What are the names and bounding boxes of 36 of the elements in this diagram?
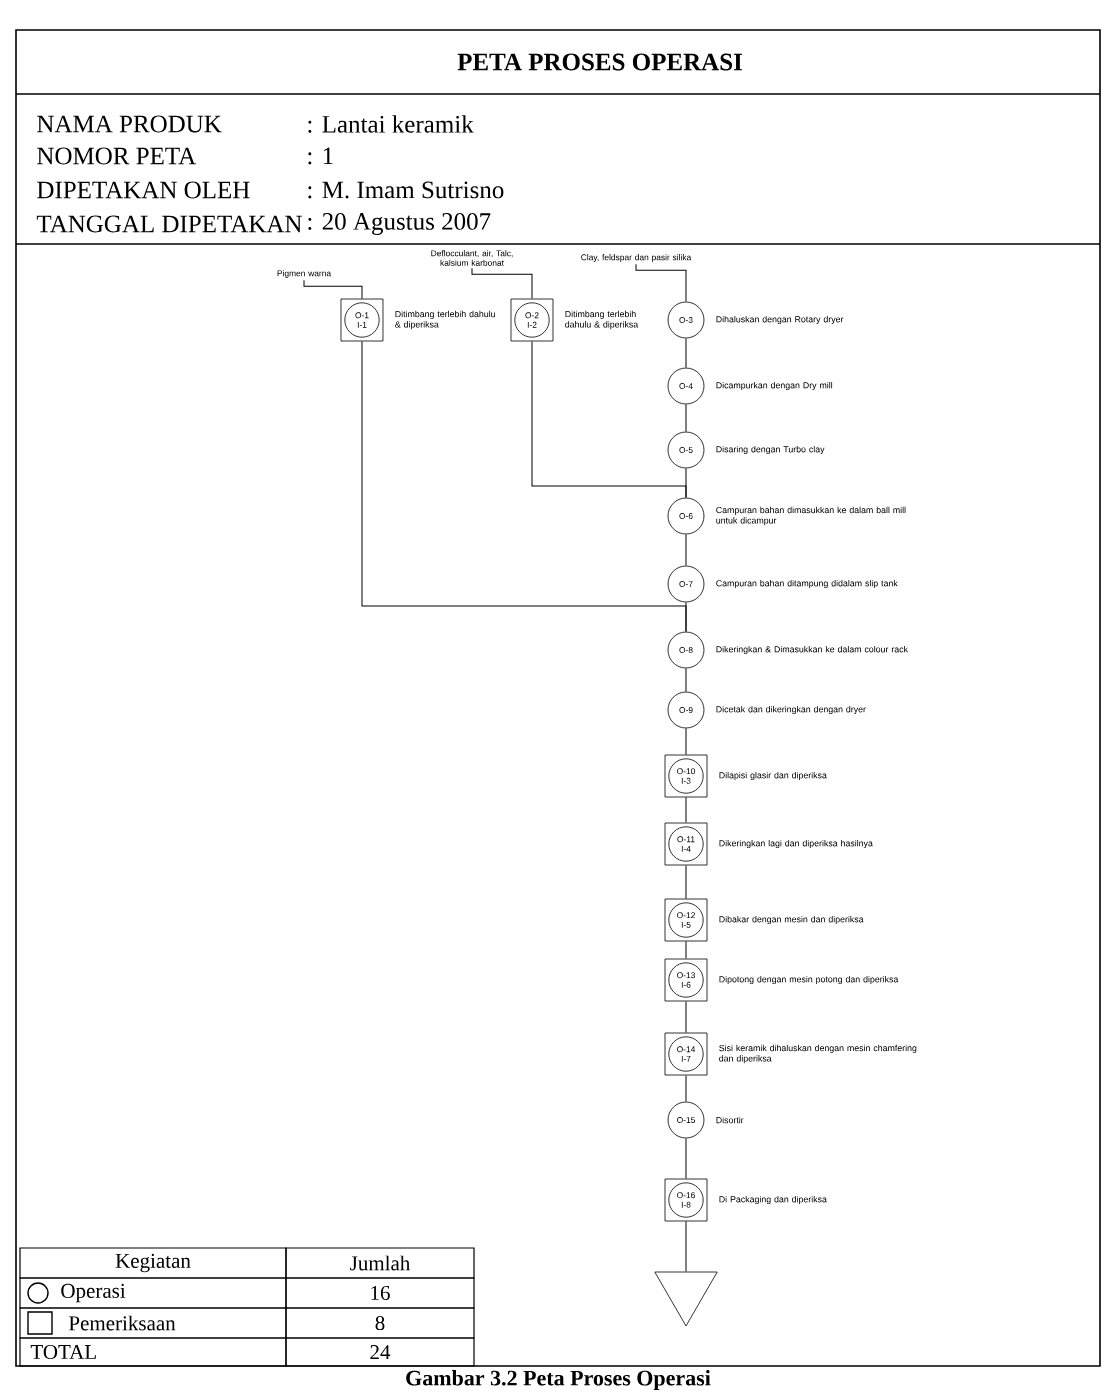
connector-line: [685, 667, 687, 693]
connector-line: [685, 864, 687, 900]
table-cell: 16: [285, 1277, 475, 1309]
figure-caption: Gambar 3.2 Peta Proses Operasi: [406, 1370, 711, 1390]
storage-triangle: [654, 1271, 718, 1327]
connector-line: [685, 403, 687, 433]
connector-line: [303, 279, 363, 300]
connector-line: [471, 267, 533, 300]
table-cell: Jumlah: [285, 1247, 475, 1279]
table-cell: Kegiatan: [19, 1247, 287, 1279]
connector-line: [685, 727, 687, 756]
connector-line: [685, 1000, 687, 1034]
connector-line: [685, 796, 687, 824]
field-value: : M. Imam Sutrisno: [308, 181, 504, 199]
table-cell: Pemeriksaan: [19, 1307, 287, 1339]
connector-line: [635, 263, 687, 303]
table-cell: 8: [285, 1307, 475, 1339]
connector-line: [685, 601, 687, 633]
chart-title: PETA PROSES OPERASI: [457, 53, 742, 71]
table-cell: TOTAL: [19, 1337, 287, 1367]
field-value: : Lantai keramik: [308, 115, 474, 133]
connector-line: [685, 467, 687, 499]
table-cell: Operasi: [19, 1277, 287, 1309]
connector-line: [685, 1074, 687, 1103]
connector-line: [685, 940, 687, 960]
field-name: NAMA PRODUK: [37, 115, 222, 133]
field-name: NOMOR PETA: [37, 147, 197, 165]
field-value: : 20 Agustus 2007: [308, 213, 491, 235]
connector-line: [685, 337, 687, 369]
connector-line: [685, 533, 687, 567]
table-cell: 24: [285, 1337, 475, 1367]
connector-line: [685, 1137, 687, 1180]
field-value: : 1: [308, 147, 333, 165]
field-name: TANGGAL DIPETAKAN: [36, 215, 302, 233]
field-name: DIPETAKAN OLEH: [37, 181, 250, 199]
connector-line: [685, 1220, 687, 1273]
